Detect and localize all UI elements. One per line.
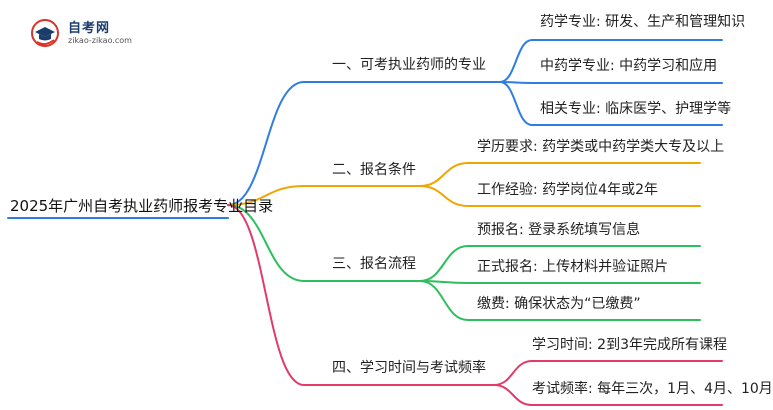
branch-process: 三、报名流程 bbox=[332, 256, 416, 272]
root-to-branch-3 bbox=[227, 204, 305, 282]
root-to-branch-4 bbox=[227, 204, 305, 386]
logo-title: 自考网 bbox=[68, 21, 111, 36]
branch-3-to-leaf-1 bbox=[419, 245, 469, 282]
mind-map: 自考网 zikao-zikao.com 2025年广州自考执业药师报考专业目录 … bbox=[7, 14, 773, 406]
leaf-exam-frequency: 考试频率: 每年三次，1月、4月、10月 bbox=[532, 381, 773, 397]
branch-1-to-leaf-3 bbox=[499, 81, 533, 126]
leaf-education-requirement: 学历要求: 药学类或中药学类大专及以上 bbox=[477, 139, 725, 155]
leaf-pre-registration: 预报名: 登录系统填写信息 bbox=[477, 222, 641, 238]
site-logo: 自考网 zikao-zikao.com bbox=[30, 16, 150, 48]
leaf-formal-registration: 正式报名: 上传材料并验证照片 bbox=[477, 259, 669, 275]
leaf-payment: 缴费: 确保状态为“已缴费” bbox=[477, 296, 641, 312]
leaf-study-duration: 学习时间: 2到3年完成所有课程 bbox=[532, 337, 727, 353]
branch-conditions: 二、报名条件 bbox=[332, 162, 416, 178]
branch-study-time: 四、学习时间与考试频率 bbox=[332, 360, 486, 376]
logo-subtitle: zikao-zikao.com bbox=[68, 36, 132, 45]
branch-2-to-leaf-1 bbox=[419, 162, 469, 187]
branch-3-to-leaf-3 bbox=[419, 280, 469, 321]
branch-4-to-leaf-2 bbox=[493, 384, 533, 406]
root-topic: 2025年广州自考执业药师报考专业目录 bbox=[10, 197, 274, 215]
connector-lines bbox=[7, 39, 723, 406]
leaf-tcm-major: 中药学专业: 中药学习和应用 bbox=[540, 58, 718, 74]
leaf-related-major: 相关专业: 临床医学、护理学等 bbox=[540, 101, 732, 117]
root-to-branch-2 bbox=[227, 185, 305, 206]
branch-2-to-leaf-2 bbox=[419, 185, 469, 207]
branch-4-to-leaf-1 bbox=[493, 360, 533, 386]
graduation-cap-icon bbox=[31, 19, 59, 47]
branch-professions: 一、可考执业药师的专业 bbox=[332, 57, 486, 73]
leaf-pharmacy-major: 药学专业: 研发、生产和管理知识 bbox=[540, 14, 746, 30]
branch-1-to-leaf-1 bbox=[499, 39, 533, 83]
leaf-work-experience: 工作经验: 药学岗位4年或2年 bbox=[477, 182, 658, 198]
root-to-branch-1 bbox=[227, 81, 305, 206]
